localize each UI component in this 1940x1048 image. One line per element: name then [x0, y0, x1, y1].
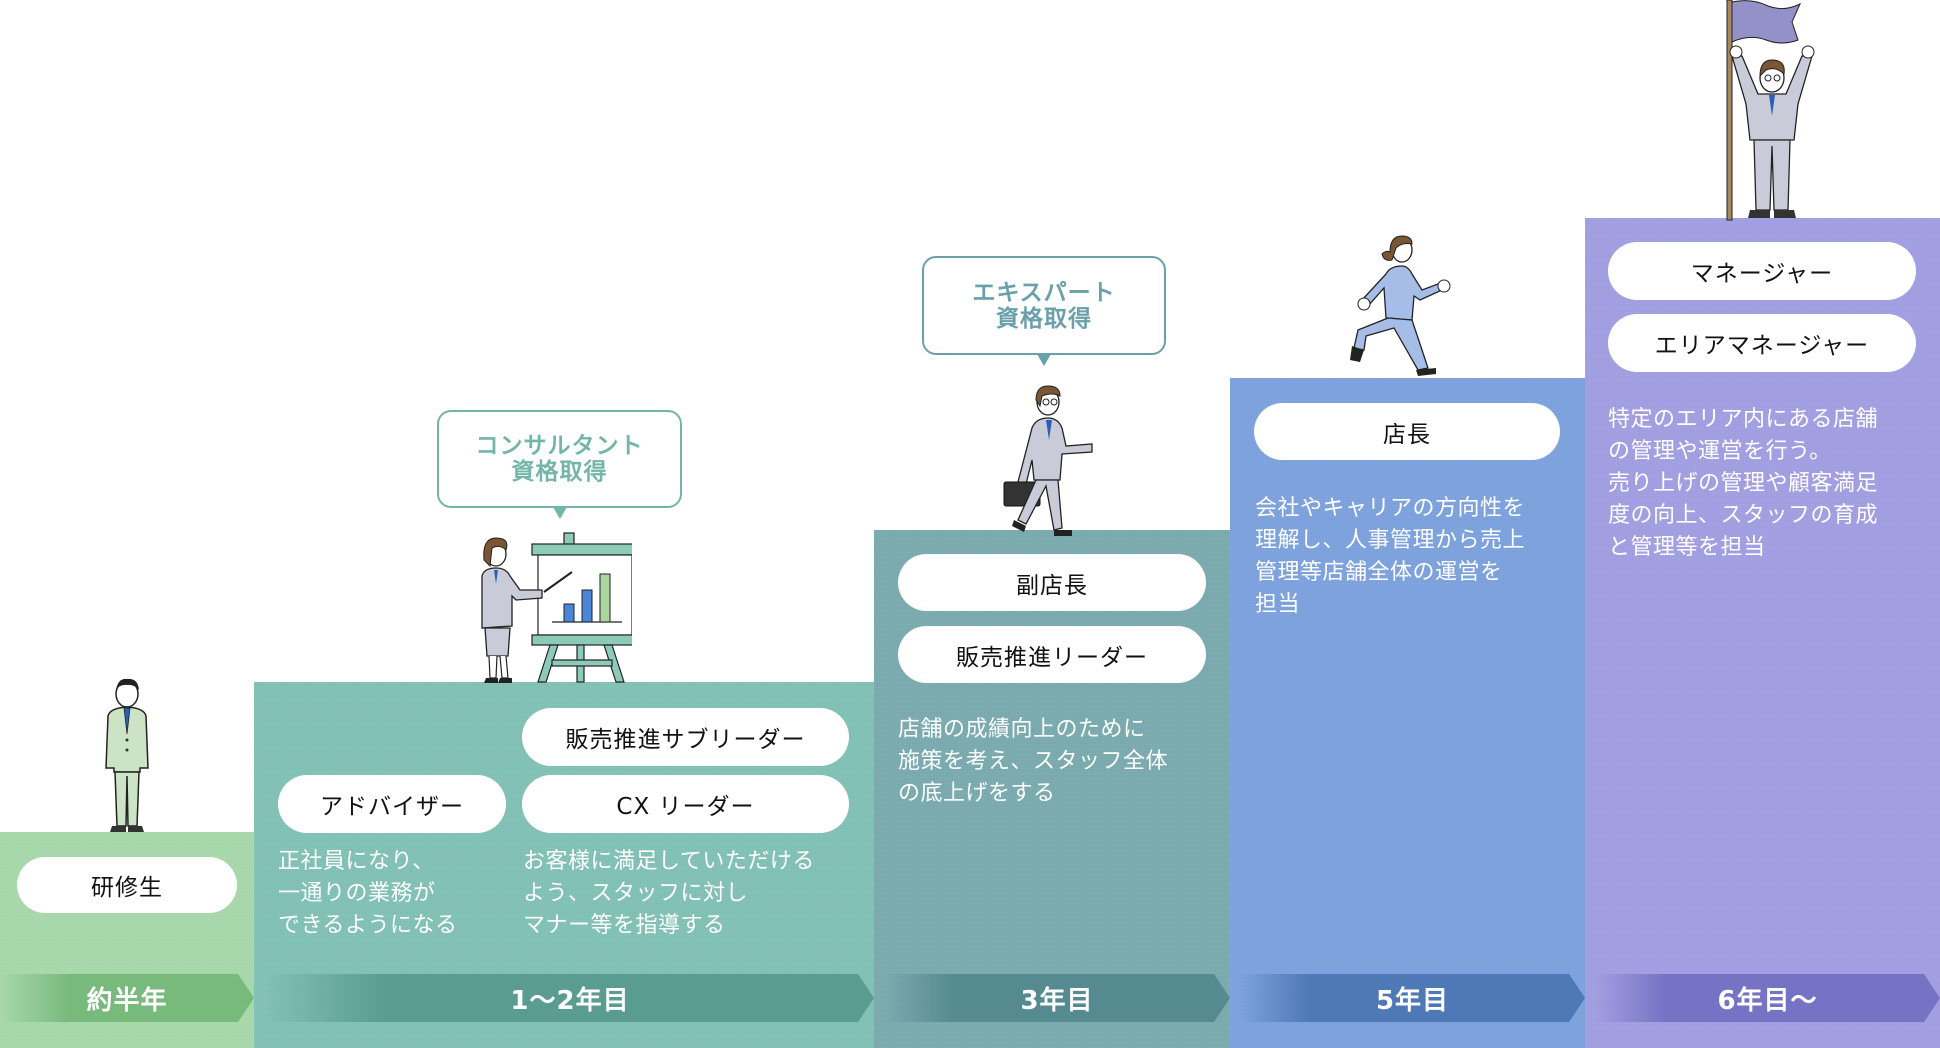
callout-line-2: 資格取得 [511, 459, 608, 485]
presenter-with-chart-easel-icon [481, 532, 632, 683]
stage-2-description-adviser: 正社員になり、 一通りの業務が できるようになる [278, 849, 458, 938]
walking-businessman-with-briefcase-icon [1003, 385, 1093, 536]
role-pill-cx-leader: CX リーダー [522, 775, 849, 833]
period-arrow-6-years-plus: 6年目〜 [1595, 974, 1940, 1022]
callout-consultant-certification: コンサルタント 資格取得 [437, 410, 682, 519]
stage-2-description-cx-leader: お客様に満足していただける よう、スタッフに対し マナー等を指導する [523, 849, 815, 938]
period-arrow-5-years: 5年目 [1240, 974, 1585, 1022]
callout-expert-certification: エキスパート 資格取得 [922, 256, 1166, 366]
standing-trainee-icon [105, 678, 149, 832]
period-label: 5年目 [1375, 985, 1450, 1016]
role-pill-manager: マネージャー [1608, 242, 1916, 300]
manager-with-flag-icon [1726, 0, 1815, 221]
period-label: 1〜2年目 [510, 985, 630, 1016]
stage-4-description: 会社やキャリアの方向性を 理解し、人事管理から売上 管理等店舗全体の運営を 担当 [1255, 496, 1526, 617]
stage-4-step [1230, 378, 1585, 1048]
role-pill-sales-promotion-sub-leader: 販売推進サブリーダー [522, 708, 849, 766]
period-arrow-half-year: 約半年 [0, 974, 254, 1022]
role-pill-trainee: 研修生 [17, 857, 237, 913]
running-businesswoman-icon [1350, 235, 1451, 376]
stage-3-description: 店舗の成績向上のために 施策を考え、スタッフ全体 の底上げをする [898, 717, 1169, 806]
role-pill-deputy-store-manager: 副店長 [898, 554, 1206, 611]
period-label: 3年目 [1020, 985, 1094, 1016]
role-pill-area-manager: エリアマネージャー [1608, 314, 1916, 372]
callout-tip [1037, 354, 1051, 366]
callout-tip [552, 507, 567, 519]
period-arrow-1-2-years: 1〜2年目 [266, 974, 874, 1022]
callout-line-1: コンサルタント [475, 433, 644, 459]
period-label: 約半年 [86, 985, 168, 1016]
stage-5-description: 特定のエリア内にある店舗 の管理や運営を行う。 売り上げの管理や顧客満足 度の向… [1608, 407, 1879, 560]
period-label: 6年目〜 [1717, 985, 1818, 1016]
callout-line-2: 資格取得 [996, 305, 1092, 332]
role-pill-sales-promotion-leader: 販売推進リーダー [898, 626, 1206, 683]
role-pill-adviser: アドバイザー [278, 775, 506, 833]
callout-line-1: エキスパート [972, 279, 1116, 306]
role-pill-store-manager: 店長 [1254, 403, 1560, 460]
stage-3-step [874, 530, 1230, 1048]
period-arrow-3-years: 3年目 [884, 974, 1230, 1022]
